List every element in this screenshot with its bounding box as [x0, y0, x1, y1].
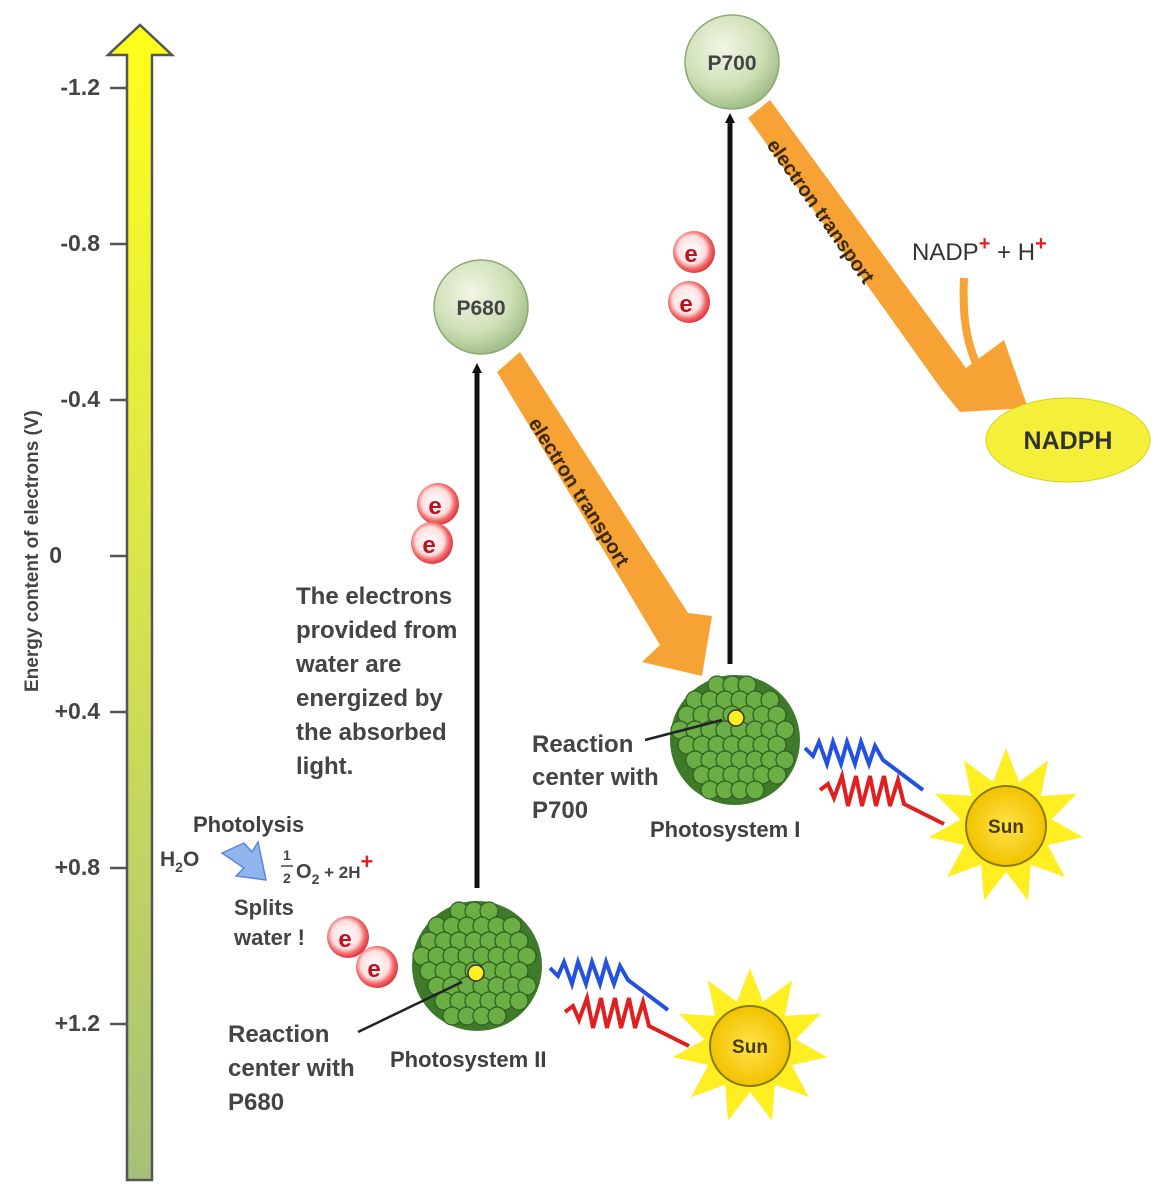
- explanation-line-3: water are: [296, 651, 402, 678]
- axis-tick-label: +0.4: [54, 698, 100, 724]
- electron-transport-label-1: electron transport: [524, 414, 634, 571]
- light-waves-ps1: [803, 735, 945, 826]
- explanation-line-1: The electrons: [296, 583, 453, 610]
- rc-p700-line-2: center with: [532, 764, 659, 791]
- energy-axis-arrow: [104, 23, 176, 1182]
- explanation-line-5: the absorbed: [296, 719, 447, 746]
- axis-tick-label: -0.4: [60, 386, 100, 412]
- explanation-line-4: energized by: [296, 685, 443, 712]
- h2o-formula: H2O: [160, 848, 199, 875]
- pigment-molecule: [509, 991, 529, 1011]
- nadp-label: NADP+ + H+: [912, 233, 1047, 266]
- rc-p700-line-1: Reaction: [532, 731, 634, 758]
- rc-p700-line-3: P700: [532, 797, 589, 824]
- pigment-molecule: [775, 720, 795, 740]
- p700-node: P700: [684, 14, 780, 110]
- electron-transport-label-2: electron transport: [762, 135, 878, 288]
- sun-label-1: Sun: [988, 817, 1024, 838]
- sun-ps1: Sun: [928, 748, 1084, 901]
- photosystem-1-cluster: [670, 675, 800, 805]
- sun-label-2: Sun: [732, 1037, 768, 1058]
- axis-tick-label: 0: [49, 542, 62, 568]
- reaction-center-p680-label: Reaction center with P680: [228, 1018, 355, 1120]
- pigment-molecule: [745, 780, 765, 800]
- energy-axis: [104, 23, 176, 1182]
- electron-transport-arrow-2: electron transport: [748, 100, 1028, 412]
- electron-symbol: e: [428, 493, 441, 520]
- rc-p680-line-1: Reaction: [228, 1021, 330, 1048]
- explanation-line-2: provided from: [296, 617, 458, 644]
- electron-symbol: e: [367, 956, 380, 983]
- electron-pair-ps2: e e: [411, 483, 459, 564]
- nadp-feed-arrow: [959, 277, 994, 394]
- axis-tick-label: -1.2: [60, 74, 100, 100]
- photosystem-2-cluster: [412, 901, 542, 1031]
- reaction-center-p700-label: Reaction center with P700: [532, 728, 659, 827]
- electron-transport-arrow-1: electron transport: [497, 352, 712, 676]
- axis-tick-label: -0.8: [60, 230, 100, 256]
- electron-symbol: e: [338, 926, 351, 953]
- pointer-rc-p680: [357, 980, 463, 1034]
- splits-water-label: Splits water !: [234, 893, 305, 953]
- pigment-molecule: [775, 750, 795, 770]
- p700-label: P700: [707, 52, 756, 75]
- electron-symbol: e: [679, 291, 692, 318]
- pigment-molecule: [517, 946, 537, 966]
- photosystem-1-label: Photosystem I: [650, 817, 801, 842]
- rc-p680-line-2: center with: [228, 1055, 355, 1082]
- electron-pair-ps1: e e: [668, 231, 715, 323]
- photolysis-label: Photolysis: [193, 812, 305, 837]
- axis-tick-label: +1.2: [54, 1010, 100, 1036]
- axis-tick-label: +0.8: [54, 854, 100, 880]
- p680-node: P680: [433, 259, 529, 355]
- light-waves-ps2: [548, 955, 690, 1048]
- nadph-node: NADPH: [985, 397, 1151, 483]
- explanation-line-6: light.: [296, 753, 354, 780]
- oxygen-formula: 1: [283, 847, 291, 863]
- electron-symbol: e: [422, 532, 435, 559]
- photosystem-2-label: Photosystem II: [390, 1047, 547, 1072]
- sun-ps2: Sun: [672, 968, 828, 1121]
- pigment-molecule: [767, 765, 787, 785]
- o2-formula: O2 + 2H+: [296, 849, 373, 887]
- explanation-text: The electrons provided from water are en…: [296, 580, 457, 784]
- p680-label: P680: [456, 297, 505, 320]
- reaction-center-p680: [467, 964, 485, 982]
- nadph-label: NADPH: [1024, 427, 1113, 455]
- splits-line-2: water !: [234, 925, 305, 950]
- splits-line-1: Splits: [234, 895, 294, 920]
- reaction-center-p700: [727, 709, 745, 727]
- pigment-molecule: [517, 976, 537, 996]
- electron-pair-water: e e: [327, 916, 398, 988]
- electron-symbol: e: [684, 241, 697, 268]
- photolysis-arrow: [220, 839, 267, 881]
- pigment-molecule: [487, 1006, 507, 1026]
- axis-label: Energy content of electrons (V): [22, 410, 43, 692]
- pointer-rc-p700: [644, 718, 723, 742]
- rc-p680-line-3: P680: [228, 1089, 285, 1116]
- fraction-den: 2: [283, 870, 291, 886]
